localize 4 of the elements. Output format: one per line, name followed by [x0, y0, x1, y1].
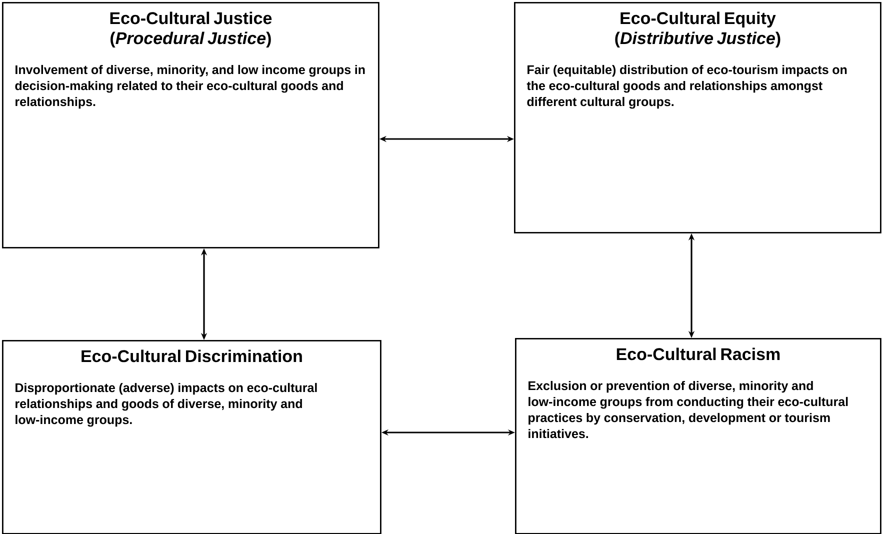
concept-box: Eco-Cultural Discrimination Disproportionate (adverse) impacts on eco-cultural relationships and goods of diverse, minority and low-income groups.: [2, 340, 382, 534]
concept-box: Eco-Cultural Justice (Procedural Justice) Involvement of diverse, minority, and low income groups in decision-making related to their eco-cultural goods and relationships.: [2, 2, 380, 248]
concept-box: Eco-Cultural Racism Exclusion or prevention of diverse, minority and low-income groups from conducting their eco-cultural practices by conservation, development or tourism initiatives.: [515, 338, 882, 534]
concept-box: Eco-Cultural Equity (Distributive Justice) Fair (equitable) distribution of eco-tourism impacts on the eco-cultural goods and relationships amongst different cultural groups.: [514, 2, 882, 234]
